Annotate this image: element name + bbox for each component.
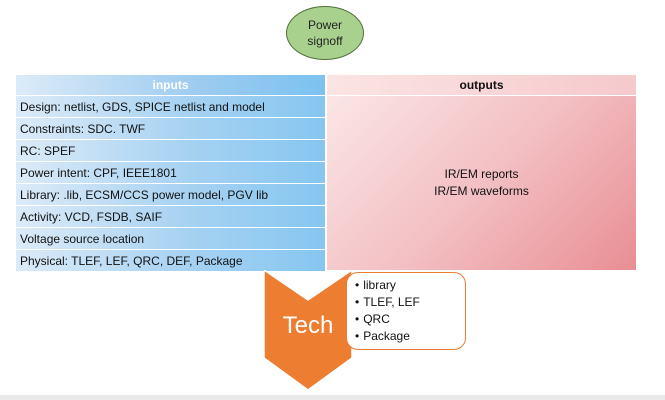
power-signoff-label: Power signoff <box>307 18 343 48</box>
output-line-waveforms: IR/EM waveforms <box>434 184 529 198</box>
outputs-header: outputs <box>327 75 636 95</box>
tech-details-box: library TLEF, LEF QRC Package <box>346 272 466 350</box>
input-row-design: Design: netlist, GDS, SPICE netlist and … <box>16 96 325 117</box>
tech-bullet-library: library <box>355 277 459 294</box>
output-line-reports: IR/EM reports <box>444 167 519 181</box>
tech-bullet-package: Package <box>355 328 459 345</box>
tech-label: Tech <box>282 312 334 339</box>
input-row-voltage-source: Voltage source location <box>16 228 325 249</box>
input-row-constraints: Constraints: SDC. TWF <box>16 118 325 139</box>
input-row-activity: Activity: VCD, FSDB, SAIF <box>16 206 325 227</box>
tech-bullet-qrc: QRC <box>355 311 459 328</box>
inputs-list: Design: netlist, GDS, SPICE netlist and … <box>16 96 325 272</box>
tech-bullet-list: library TLEF, LEF QRC Package <box>355 277 459 345</box>
input-row-rc: RC: SPEF <box>16 140 325 161</box>
input-row-power-intent: Power intent: CPF, IEEE1801 <box>16 162 325 183</box>
tech-bullet-tlef-lef: TLEF, LEF <box>355 294 459 311</box>
input-row-library: Library: .lib, ECSM/CCS power model, PGV… <box>16 184 325 205</box>
tech-chevron-shape <box>264 270 353 391</box>
outputs-panel: IR/EM reports IR/EM waveforms <box>327 96 636 270</box>
bottom-band <box>0 395 665 400</box>
input-row-physical: Physical: TLEF, LEF, QRC, DEF, Package <box>16 250 325 271</box>
inputs-header: inputs <box>16 75 325 95</box>
power-signoff-node: Power signoff <box>286 6 364 60</box>
